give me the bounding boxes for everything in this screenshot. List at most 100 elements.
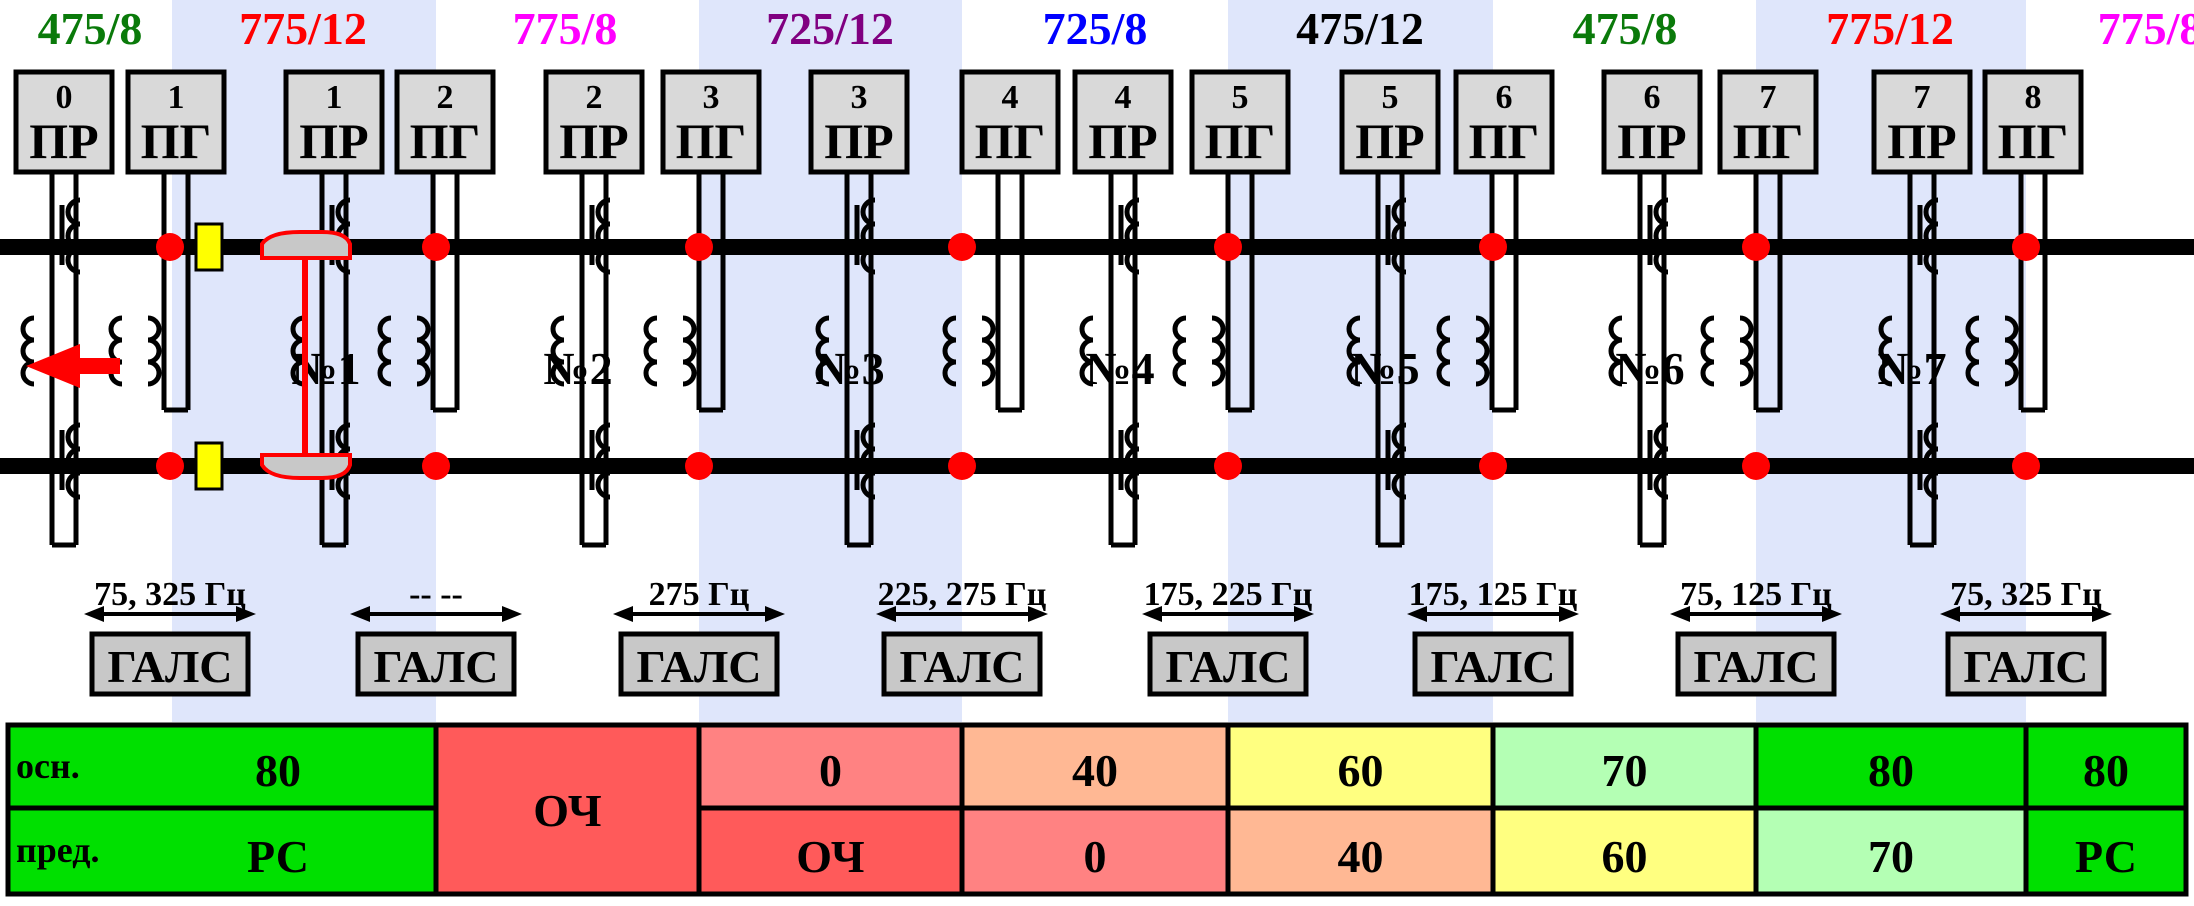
galls-box (881, 631, 1043, 697)
frequency-label: 775/12 (1826, 3, 1954, 54)
galls-frequency: 175, 125 Гц (1409, 576, 1578, 613)
rail-coil (1124, 197, 1140, 275)
transformer-coil (550, 315, 565, 387)
galls-label: ГАЛС (108, 641, 233, 692)
transformer-coil (1878, 315, 1893, 387)
frequency-label: 725/12 (766, 3, 894, 54)
frequency-label: 475/12 (1296, 3, 1424, 54)
galls-frequency: 75, 325 Гц (94, 576, 246, 613)
table-cell-bottom (1225, 805, 1496, 897)
insulating-joint (685, 452, 713, 480)
galls-arrow-right-icon (502, 606, 522, 622)
transformer-coil (1700, 315, 1715, 387)
galls-arrow-left-icon (1407, 606, 1427, 622)
galls-arrow-left-icon (1940, 606, 1960, 622)
device-type: ПР (1617, 113, 1686, 169)
galls-arrow-right-icon (2092, 606, 2112, 622)
transformer-coil (1172, 315, 1187, 387)
table-cell-value: 0 (819, 745, 842, 796)
row-label: пред. (16, 830, 99, 870)
table-cell-value: 70 (1602, 745, 1648, 796)
section-label: №6 (1615, 343, 1684, 394)
frequency-label: 775/8 (513, 3, 618, 54)
table-cell-bottom (2023, 805, 2189, 897)
insulating-joint (948, 233, 976, 261)
rail-coil (65, 197, 81, 275)
transformer-coil (1608, 315, 1623, 387)
device-number: 5 (1382, 79, 1399, 116)
device-type: ПГ (676, 113, 747, 169)
galls-arrow-right-icon (1822, 606, 1842, 622)
device-number: 0 (56, 79, 73, 116)
device-box (1871, 69, 1973, 175)
device-number: 7 (1914, 79, 1931, 116)
galls-arrow-right-icon (765, 606, 785, 622)
insulating-joint (2012, 452, 2040, 480)
device-box (1982, 69, 2084, 175)
galls-arrow-right-icon (236, 606, 256, 622)
shunt-block-bottom (194, 441, 224, 491)
device-number: 3 (851, 79, 868, 116)
galls-arrow-right-icon (1559, 606, 1579, 622)
bottom-rail (0, 458, 2194, 474)
device-box (1601, 69, 1703, 175)
section-label: №5 (1350, 343, 1419, 394)
galls-label: ГАЛС (1166, 641, 1291, 692)
transformer-coil (108, 315, 123, 387)
insulating-joint (1214, 452, 1242, 480)
table-cell-top (2023, 722, 2189, 811)
device-type: ПГ (1998, 113, 2069, 169)
device-type: ПР (1887, 113, 1956, 169)
galls-label: ГАЛС (637, 641, 762, 692)
device-number: 2 (437, 79, 454, 116)
table-cell-value: 40 (1072, 745, 1118, 796)
galls-frequency: 275 Гц (649, 576, 750, 613)
transformer-coil (290, 315, 305, 387)
direction-arrow-icon (26, 344, 120, 388)
device-box (394, 69, 496, 175)
transformer-coil (1346, 315, 1361, 387)
transformer-coil (2004, 315, 2019, 387)
insulating-joint (422, 452, 450, 480)
galls-box (1147, 631, 1309, 697)
row-label: осн. (16, 746, 80, 786)
insulating-joint (685, 233, 713, 261)
table-cell-value: ОЧ (533, 785, 601, 836)
device-box (959, 69, 1061, 175)
device-number: 5 (1232, 79, 1249, 116)
transformer-coil (1079, 315, 1094, 387)
device-box (808, 69, 910, 175)
device-box (283, 69, 385, 175)
table-cell-value: 70 (1868, 831, 1914, 882)
insulating-joint (1742, 233, 1770, 261)
device-number: 2 (586, 79, 603, 116)
section-label: №3 (815, 343, 884, 394)
galls-box (1945, 631, 2107, 697)
table-cell-merged (433, 722, 702, 897)
transformer-coil (416, 315, 431, 387)
galls-arrow-right-icon (1028, 606, 1048, 622)
frequency-label: 475/8 (38, 3, 143, 54)
transformer-coil (1211, 315, 1226, 387)
rail-coil (860, 197, 876, 275)
device-number: 6 (1644, 79, 1661, 116)
table-cell-value: 80 (1868, 745, 1914, 796)
device-box (1339, 69, 1441, 175)
device-number: 4 (1115, 79, 1132, 116)
section-label: №7 (1877, 343, 1946, 394)
galls-arrow-left-icon (613, 606, 633, 622)
wheel-top (260, 230, 352, 260)
device-number: 3 (703, 79, 720, 116)
frequency-label: 725/8 (1043, 3, 1148, 54)
galls-arrow-left-icon (84, 606, 104, 622)
axle-bar (302, 255, 308, 458)
device-box (13, 69, 115, 175)
device-box (1717, 69, 1819, 175)
insulating-joint (422, 233, 450, 261)
galls-box (1675, 631, 1837, 697)
device-box (1072, 69, 1174, 175)
table-cell-value: 80 (255, 745, 301, 796)
transformer-coil (147, 315, 162, 387)
